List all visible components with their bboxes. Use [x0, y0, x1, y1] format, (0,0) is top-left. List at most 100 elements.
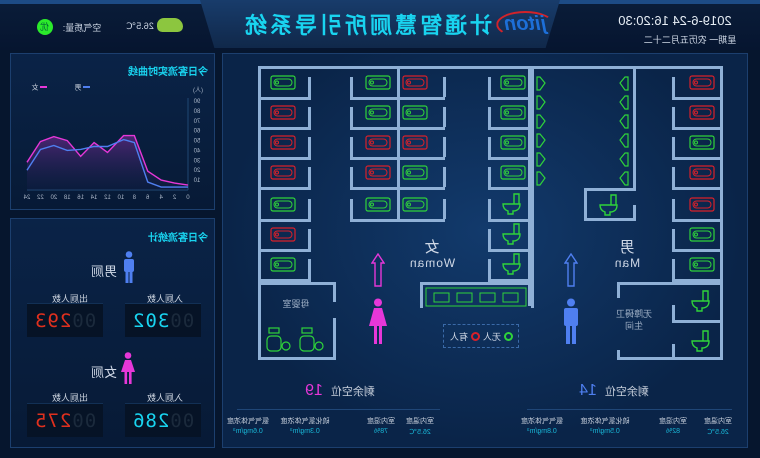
- vacant-dot-icon: [504, 332, 514, 341]
- female-label: 女厕: [90, 365, 118, 380]
- x-tick-label: 18: [63, 195, 70, 201]
- legend-label-female: 女: [32, 83, 39, 92]
- wall: [443, 167, 446, 187]
- stall-men-right-vacant[interactable]: [689, 257, 715, 277]
- stall-women-mid-occupied[interactable]: [402, 135, 428, 155]
- women-env-label: 硫化氢气体浓度: [280, 418, 330, 425]
- logo: jiton: [496, 10, 555, 38]
- wall: [488, 259, 491, 279]
- men-arrow-icon: [564, 253, 578, 287]
- accessible-toilet-vacant[interactable]: [690, 330, 710, 357]
- stall-women-left-occupied[interactable]: [270, 105, 296, 125]
- urinal-vacant[interactable]: [536, 114, 546, 134]
- men-env-label: 硫化氢气体浓度: [580, 418, 630, 425]
- urinal-vacant[interactable]: [536, 95, 546, 115]
- wall: [672, 305, 675, 321]
- women-figure-icon: [369, 298, 387, 344]
- stall-women-left-occupied[interactable]: [270, 165, 296, 185]
- toilet-women-right-vacant[interactable]: [501, 253, 521, 280]
- wall: [617, 282, 620, 298]
- stall-women-mid-occupied[interactable]: [365, 135, 391, 155]
- stall-women-mid-vacant[interactable]: [402, 197, 428, 217]
- wall: [488, 229, 491, 249]
- urinal-vacant[interactable]: [536, 171, 546, 191]
- wall: [617, 357, 722, 360]
- wall: [261, 127, 311, 130]
- wall: [584, 188, 636, 191]
- men-label: 男: [619, 239, 635, 256]
- stall-women-left-vacant[interactable]: [270, 75, 296, 95]
- x-tick-label: 8: [132, 195, 136, 201]
- toilet-men-vacant[interactable]: [598, 194, 618, 221]
- stall-women-right-vacant[interactable]: [500, 75, 526, 95]
- x-tick-label: 20: [50, 195, 57, 201]
- wall: [443, 77, 446, 97]
- stall-men-right-occupied[interactable]: [689, 197, 715, 217]
- urinal-vacant[interactable]: [619, 76, 629, 96]
- wall: [528, 66, 531, 306]
- urinal-vacant[interactable]: [536, 76, 546, 96]
- stall-women-mid-occupied[interactable]: [365, 165, 391, 185]
- y-tick-label: 20: [193, 168, 200, 174]
- stall-women-mid-occupied[interactable]: [402, 75, 428, 95]
- wall: [350, 97, 445, 100]
- women-en-label: Woman: [408, 256, 456, 270]
- toilet-women-right-vacant[interactable]: [501, 223, 521, 250]
- wall: [308, 259, 311, 279]
- wall: [672, 320, 722, 323]
- wall: [584, 188, 587, 221]
- toilet-women-right-vacant[interactable]: [501, 193, 521, 220]
- wall: [672, 279, 722, 282]
- wall: [350, 77, 353, 97]
- stall-men-right-occupied[interactable]: [689, 75, 715, 95]
- urinal-vacant[interactable]: [619, 152, 629, 172]
- stall-women-left-vacant[interactable]: [270, 257, 296, 277]
- legend-box: [443, 324, 519, 348]
- stall-women-mid-vacant[interactable]: [365, 105, 391, 125]
- stall-men-right-occupied[interactable]: [689, 105, 715, 125]
- urinal-vacant[interactable]: [536, 133, 546, 153]
- men-env-label: 室内温度: [704, 418, 732, 425]
- male-out-counter: 00293: [27, 303, 103, 337]
- women-env-value: 0.6mg/m³: [233, 428, 263, 435]
- wall: [350, 167, 353, 187]
- x-tick-label: 22: [36, 195, 43, 201]
- wall: [261, 187, 311, 190]
- stall-men-right-occupied[interactable]: [689, 165, 715, 185]
- urinal-vacant[interactable]: [536, 152, 546, 172]
- male-icon: [124, 251, 134, 283]
- stall-women-mid-vacant[interactable]: [402, 165, 428, 185]
- stall-women-left-occupied[interactable]: [270, 227, 296, 247]
- wall: [672, 219, 722, 222]
- urinal-vacant[interactable]: [619, 95, 629, 115]
- stall-women-mid-vacant[interactable]: [365, 75, 391, 95]
- series-line-female: [26, 134, 189, 186]
- stall-women-right-vacant[interactable]: [500, 105, 526, 125]
- urinal-vacant[interactable]: [619, 133, 629, 153]
- stall-women-mid-vacant[interactable]: [402, 105, 428, 125]
- stall-men-right-vacant[interactable]: [689, 135, 715, 155]
- female-in-counter: 00286: [125, 403, 201, 437]
- stall-women-right-vacant[interactable]: [500, 135, 526, 155]
- wall: [308, 199, 311, 219]
- women-env-label: 室内湿度: [367, 418, 395, 425]
- wall: [488, 107, 491, 127]
- urinal-vacant[interactable]: [619, 114, 629, 134]
- wall: [672, 344, 675, 360]
- accessible-toilet-vacant[interactable]: [690, 290, 710, 317]
- wall: [672, 187, 722, 190]
- men-env-value: 82%: [665, 428, 681, 435]
- urinal-vacant[interactable]: [619, 171, 629, 191]
- stall-women-mid-vacant[interactable]: [365, 197, 391, 217]
- stall-men-right-vacant[interactable]: [689, 227, 715, 247]
- stall-women-left-occupied[interactable]: [270, 135, 296, 155]
- wall: [672, 229, 675, 249]
- stall-women-left-vacant[interactable]: [270, 197, 296, 217]
- wall: [672, 107, 675, 127]
- stall-women-right-vacant[interactable]: [500, 165, 526, 185]
- wall: [420, 282, 423, 308]
- legend-label-male: 男: [75, 84, 82, 92]
- men-env-value: 26.5℃: [707, 429, 729, 436]
- wall: [617, 350, 620, 360]
- wall: [672, 249, 722, 252]
